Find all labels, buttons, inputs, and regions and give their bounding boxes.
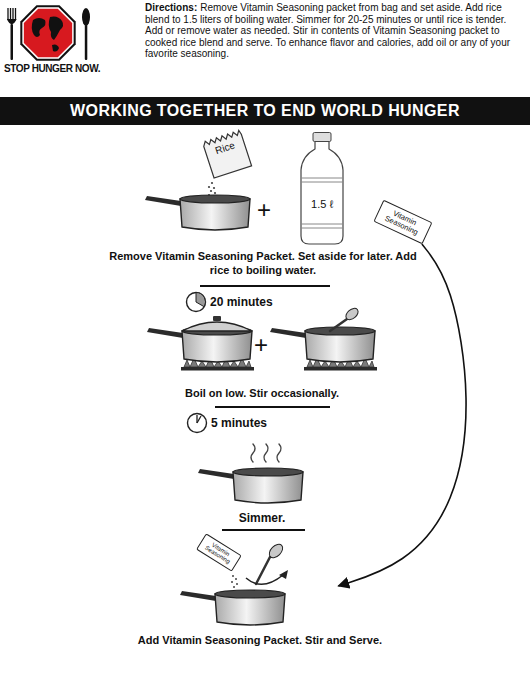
rice-grains <box>213 187 215 189</box>
rice-bag: Rice <box>201 128 253 179</box>
rice-grains <box>211 182 213 184</box>
stir-arrow <box>279 570 288 579</box>
step-caption: Remove Vitamin Seasoning Packet. Set asi… <box>105 249 421 277</box>
logo-emblem <box>20 5 75 60</box>
node-text: Add Vitamin Seasoning Packet. Stir and S… <box>138 634 382 648</box>
stirring-spoon <box>267 542 285 560</box>
pot-lid <box>213 316 221 321</box>
fork-icon <box>8 19 17 24</box>
water-bottle-outline <box>301 141 343 244</box>
seasoning-grains <box>231 581 233 583</box>
spoon-icon <box>82 8 90 60</box>
logo-text: STOP HUNGER NOW. <box>4 63 100 75</box>
seasoning-packet: Vitamin Seasoning <box>196 533 241 571</box>
cooking-pot-outline <box>180 591 216 601</box>
spoon-icon <box>82 8 90 26</box>
fork-icon <box>12 8 13 20</box>
title-band: WORKING TOGETHER TO END WORLD HUNGER <box>0 97 530 125</box>
logo-emblem <box>8 5 91 60</box>
timer-icon <box>188 414 207 433</box>
logo-emblem <box>49 17 63 41</box>
fork-icon <box>11 24 14 60</box>
plus-sign: + <box>254 333 268 357</box>
step-caption: Simmer. <box>212 511 312 525</box>
stir-arrow <box>246 570 288 584</box>
steam <box>251 444 255 462</box>
water-bottle-outline <box>301 178 343 228</box>
step-caption: Boil on low. Stir occasionally. <box>162 386 362 400</box>
node-text: Vitamin Seasoning <box>200 537 237 567</box>
steam <box>277 444 281 462</box>
water-bottle: 1.5 ℓ <box>296 132 348 246</box>
stir-arrow <box>246 575 283 584</box>
steam <box>264 444 268 462</box>
seasoning-grains <box>231 575 238 588</box>
cooking-pot: Add Vitamin Seasoning Packet. Stir and S… <box>120 586 400 652</box>
seasoning-packet: Vitamin Seasoning <box>374 200 433 244</box>
timer-icon <box>187 293 206 312</box>
stirring-spoon <box>256 542 285 584</box>
stirring-spoon <box>330 319 347 331</box>
separator-rule <box>215 406 330 408</box>
plus-sign: + <box>257 198 271 222</box>
fork-icon <box>7 8 8 20</box>
logo-emblem <box>23 8 73 58</box>
cooking-pot <box>147 327 252 362</box>
fork-icon <box>10 8 11 20</box>
seasoning-grains <box>233 586 235 588</box>
cooking-pot-outline <box>215 594 285 625</box>
pot-lid <box>182 316 252 331</box>
node-text: 1.5 ℓ <box>311 198 333 212</box>
timer-icon <box>196 293 206 307</box>
flow-arrow <box>338 244 466 586</box>
rice-bag-outline <box>202 130 251 178</box>
separator-rule <box>200 285 330 287</box>
time-label: 5 minutes <box>211 416 267 430</box>
rice-grains <box>210 190 212 192</box>
stirring-spoon <box>256 557 270 584</box>
node-text: Vitamin Seasoning <box>379 205 427 239</box>
spoon-icon <box>85 25 88 60</box>
banner-title: WORKING TOGETHER TO END WORLD HUNGER <box>0 97 530 125</box>
logo-emblem <box>32 18 46 37</box>
timer-icon <box>187 293 206 312</box>
water-bottle-outline <box>296 132 348 246</box>
stirring-spoon <box>330 306 360 331</box>
pot-lid <box>182 322 252 331</box>
directions-heading: Directions: <box>145 2 197 13</box>
fork-icon <box>15 8 16 20</box>
directions-text: Remove Vitamin Seasoning packet from bag… <box>145 2 510 59</box>
seasoning-grains <box>236 583 238 585</box>
seasoning-grains <box>235 578 237 580</box>
steam <box>251 444 281 462</box>
seasoning-grains <box>232 575 234 577</box>
rice-grains <box>208 182 216 196</box>
timer-icon <box>188 414 207 433</box>
cooking-pot <box>198 468 303 503</box>
separator-rule <box>222 529 305 531</box>
stirring-spoon <box>344 306 361 322</box>
time-label: 20 minutes <box>210 295 273 309</box>
cooking-pot <box>145 195 250 230</box>
timer-icon <box>197 416 201 423</box>
logo-emblem <box>52 44 59 51</box>
cooking-pot <box>270 327 375 362</box>
rice-grains <box>208 186 210 188</box>
cooking-pot-outline <box>215 590 285 598</box>
rice-grains <box>214 192 216 194</box>
water-bottle-outline <box>313 133 331 142</box>
fork-icon <box>8 8 17 60</box>
